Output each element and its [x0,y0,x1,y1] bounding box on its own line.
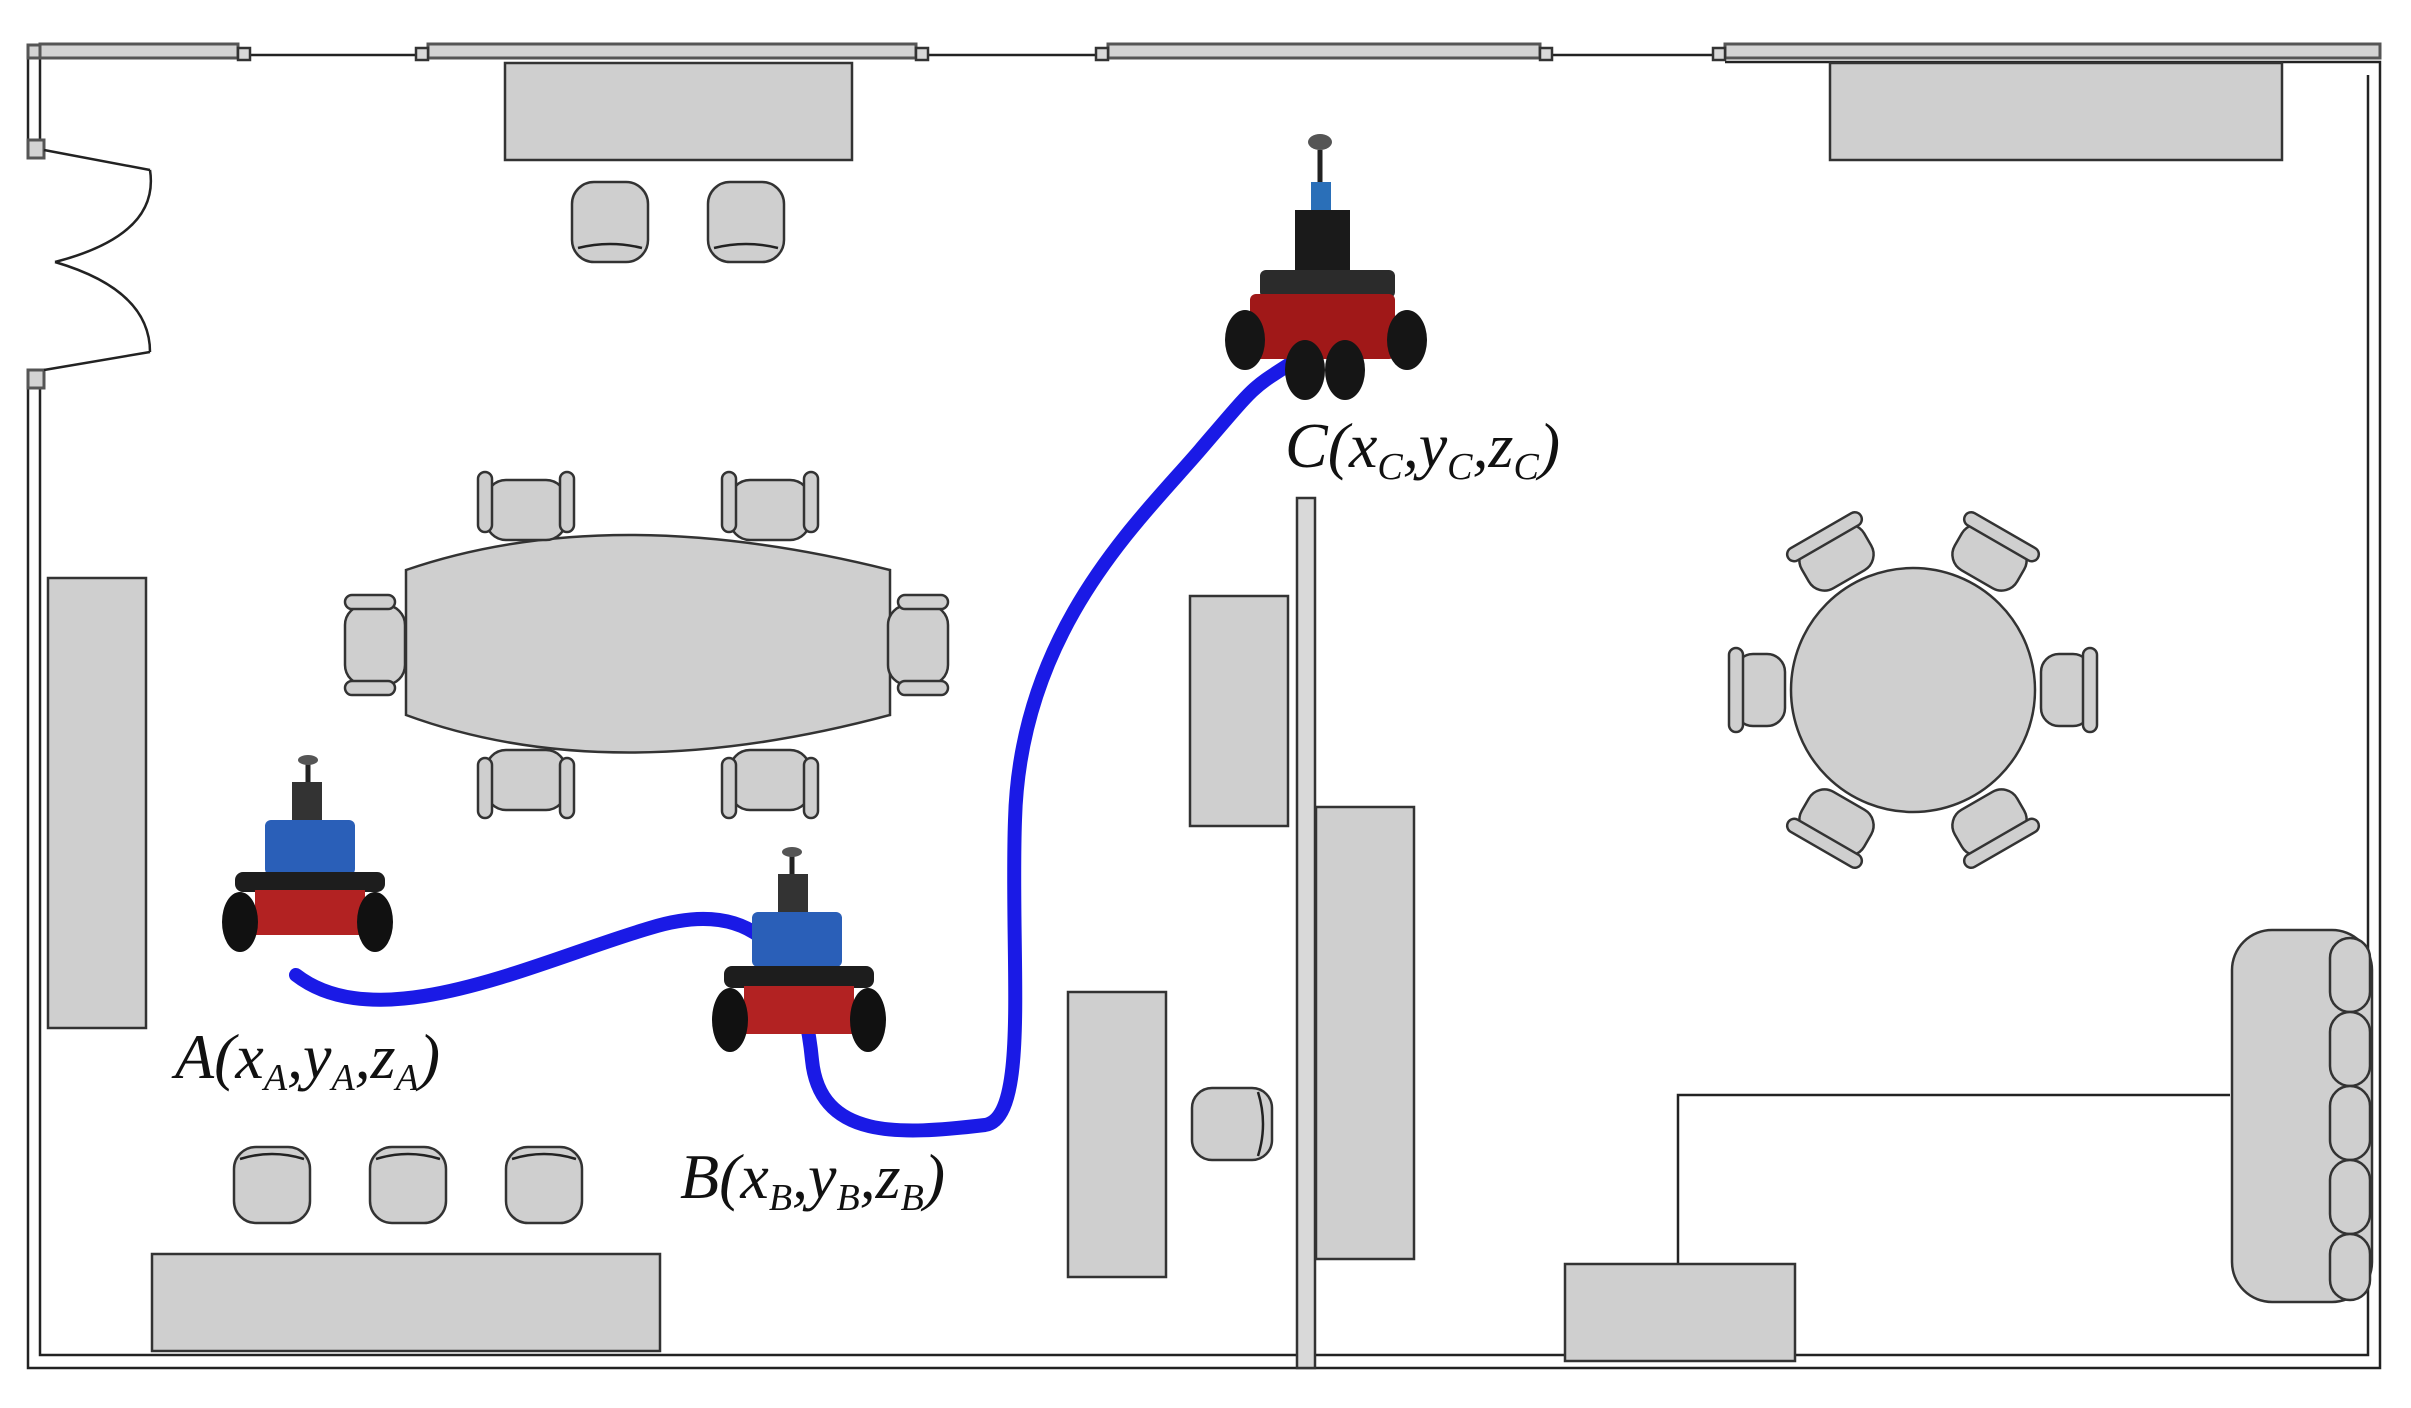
chairs-bottom-left [232,1145,584,1225]
door-frame-bottom [26,368,46,390]
partition-bottom-right [1676,1093,2230,1265]
desk-bottom-left [150,1252,662,1353]
window-2 [426,42,918,60]
robot-a [222,755,393,952]
point-c-label: C(xC,yC,zC) [1285,410,1560,488]
chair-top-2 [706,180,786,264]
door-frame-top [26,138,46,160]
cabinet-left [46,576,148,1030]
window-3 [1106,42,1542,60]
robot-c [1225,134,1427,400]
robot-trajectory [289,353,1303,1138]
cabinet-middle-upper [1188,594,1290,828]
conference-table [404,533,892,754]
window-1 [38,42,240,60]
robot-b [712,847,886,1052]
chair-top-1 [570,180,650,264]
conference-chairs [343,470,950,820]
desk-middle [1066,990,1168,1279]
round-table-set [1727,510,2099,870]
point-b-label: B(xB,yB,zB) [680,1141,945,1219]
windows [38,42,2382,62]
desk-top-left [503,61,854,162]
sofa [2230,928,2374,1304]
window-4 [1723,42,2382,60]
desk-bottom-right [1563,1262,1797,1363]
point-a-label: A(xA,yA,zA) [171,1021,440,1099]
cabinet-middle-right [1314,805,1416,1261]
desk-top-right [1828,61,2284,162]
round-table [1789,566,2037,814]
chair-middle [1190,1086,1274,1162]
interior-wall [1295,496,1317,1370]
double-door [43,148,153,372]
